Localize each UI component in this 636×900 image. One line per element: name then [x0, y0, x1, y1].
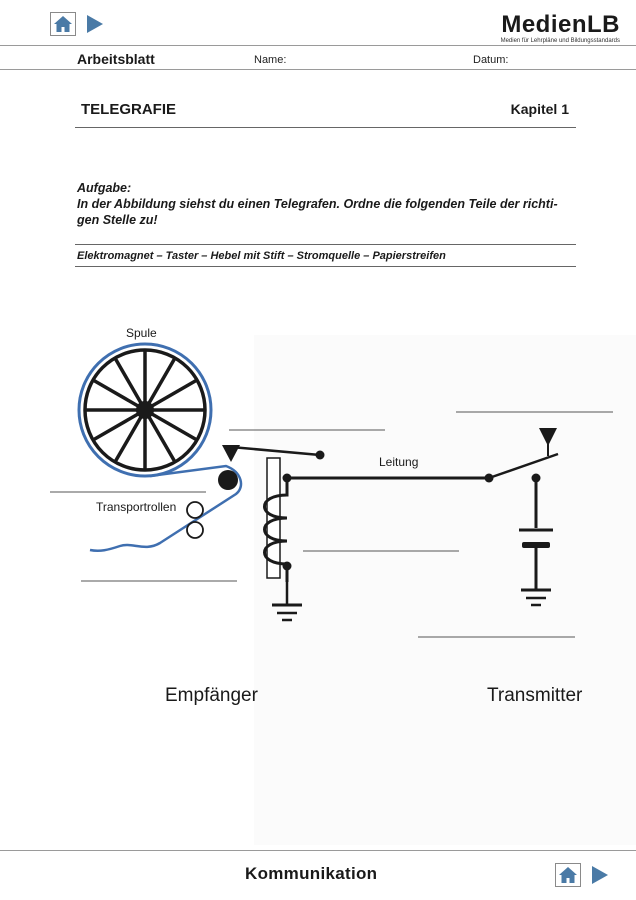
stylus: [222, 445, 240, 462]
header-divider-bottom: [0, 69, 636, 70]
word-list: Elektromagnet – Taster – Hebel mit Stift…: [77, 250, 446, 262]
task-line-2: gen Stelle zu!: [77, 213, 158, 227]
transport-roller-top: [186, 501, 204, 519]
home-icon: [54, 16, 72, 32]
logo-title: MedienLB: [501, 11, 620, 38]
footer-divider: [0, 850, 636, 851]
transport-rollers-label: Transportrollen: [96, 500, 177, 514]
transmitter-caption: Transmitter: [487, 685, 583, 706]
task-heading: Aufgabe:: [77, 181, 132, 195]
home-button[interactable]: [50, 12, 76, 36]
transmitter-ground-icon: [521, 588, 551, 607]
spool: [77, 342, 213, 478]
footer-home-button[interactable]: [555, 863, 581, 887]
logo: MedienLB Medien für Lehrpläne und Bildun…: [501, 12, 620, 45]
date-label: Datum:: [473, 54, 509, 66]
name-label: Name:: [254, 54, 287, 66]
word-list-bottom-rule: [75, 266, 576, 267]
lever: [230, 445, 321, 457]
receiver-caption: Empfänger: [165, 685, 258, 706]
transport-roller-bottom: [186, 521, 204, 539]
line-label: Leitung: [379, 455, 419, 469]
word-list-top-rule: [75, 244, 576, 245]
footer-title: Kommunikation: [245, 864, 378, 883]
drive-roller: [218, 470, 238, 490]
transmitter-key-knob: [539, 428, 557, 446]
transmitter-key-lever: [488, 452, 559, 480]
battery-plate-short: [522, 542, 550, 548]
home-icon: [559, 867, 577, 883]
task-block: Aufgabe: In der Abbildung siehst du eine…: [77, 180, 587, 228]
header-divider-top: [0, 45, 636, 46]
lever-pivot: [315, 450, 325, 460]
chapter-label: Kapitel 1: [510, 101, 569, 117]
footer-next-page-button[interactable]: [592, 866, 608, 884]
next-page-button[interactable]: [87, 15, 103, 33]
diagram-background: [254, 335, 636, 845]
task-line-1: In der Abbildung siehst du einen Telegra…: [77, 197, 558, 211]
electromagnet-coil: [263, 478, 289, 582]
title-underline: [75, 127, 576, 128]
logo-subtitle: Medien für Lehrpläne und Bildungsstandar…: [500, 38, 620, 44]
receiver-ground-icon: [272, 582, 302, 622]
spool-label: Spule: [126, 326, 157, 340]
page-title: TELEGRAFIE: [81, 101, 177, 118]
answer-lines: [50, 411, 613, 638]
sheet-label: Arbeitsblatt: [77, 51, 155, 67]
paper-strip: [89, 464, 243, 553]
